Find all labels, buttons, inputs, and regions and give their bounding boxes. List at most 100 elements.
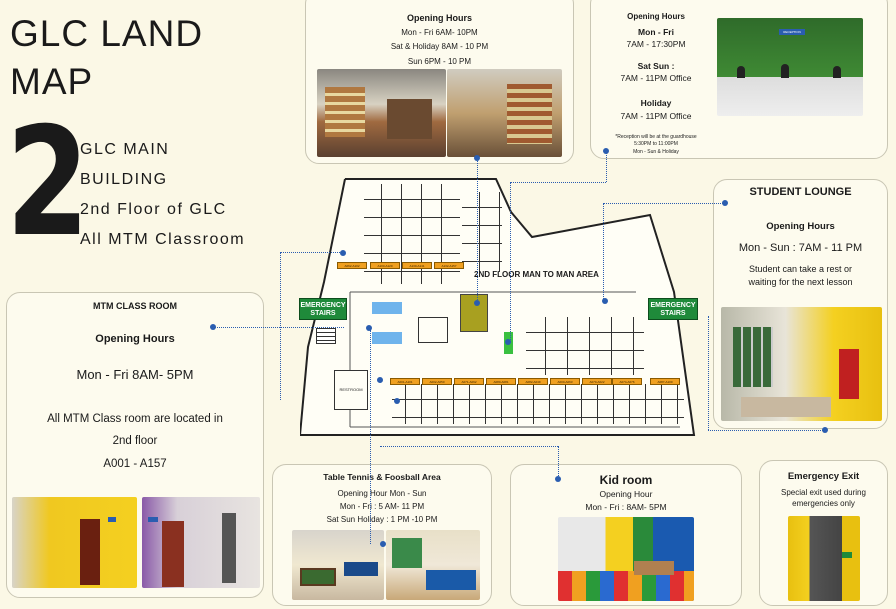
room-tag: A074-A076 [612,378,642,385]
reception-card: Opening Hours Mon - Fri 7AM - 17:30PM Sa… [590,0,888,159]
reception-sign: RECEPTION [779,29,805,35]
connector-mtm-left [280,252,281,400]
reception-hours-3: 7AM - 11PM Office [620,111,692,121]
store-heading: Opening Hours [407,13,472,23]
kid-room-line-2: Mon - Fri : 8AM- 5PM [585,502,667,512]
connector-mtm-top [280,252,342,253]
building-line1: GLC MAIN [80,141,170,158]
table-tennis-line-2: Mon - Fri : 5 AM- 11 PM [339,502,425,511]
store-photo-2 [447,69,562,157]
reception-photo: RECEPTION [717,18,863,116]
room-tag: A130-A141 [402,262,432,269]
floor-map: 2ND FLOOR MAN TO MAN AREA A062-A102 A103… [300,172,696,438]
room-tag: A071-A092 [454,378,484,385]
marker-dot [380,541,386,547]
desk-grid-bottom [392,384,684,424]
building-line3: 2nd Floor of GLC [80,201,227,218]
connector-kid-v [558,446,559,476]
room-tag: A001-A101 [390,378,420,385]
store-hours-1: Mon - Fri 6AM- 10PM [401,28,478,37]
store-hours-2: Sat & Holiday 8AM - 10 PM [390,42,489,51]
marker-dot [722,200,728,206]
emergency-exit-photo [788,516,860,601]
reception-note-3: Mon - Sun & Holiday [633,149,679,155]
building-info: GLC MAIN BUILDING 2nd Floor of GLC All M… [80,135,245,255]
map-title: GLC LAND MAP [10,10,203,106]
table-tennis-photo-2 [386,530,480,600]
marker-dot [555,476,561,482]
connector-lounge-v [603,203,604,299]
student-lounge-desc-1: Student can take a rest or [748,264,853,274]
student-lounge-desc-2: waiting for the next lesson [748,277,853,287]
mtm-classroom-photo-2 [142,497,260,588]
marker-dot [603,148,609,154]
store-card: Opening Hours Mon - Fri 6AM- 10PM Sat & … [305,0,574,164]
map-title-line1: GLC LAND [10,13,204,54]
reception-days-2: Sat Sun : [637,61,675,71]
kid-room-photo [558,517,694,601]
mtm-classroom-card: MTM CLASS ROOM Opening Hours Mon - Fri 8… [6,292,264,598]
reception-heading: Opening Hours [627,12,685,21]
room-tag: A002-A050 [422,378,452,385]
mtm-classroom-title: MTM CLASS ROOM [93,301,177,311]
mtm-classroom-desc-2: 2nd floor [112,435,158,447]
student-lounge-title: STUDENT LOUNGE [749,186,852,198]
student-lounge-heading: Opening Hours [766,221,835,232]
emergency-stairs-right: EMERGENCY STAIRS [648,298,698,320]
restroom-label: RESTROOM [339,387,363,392]
table-tennis-photo-1 [292,530,384,600]
marker-dot [394,398,400,404]
room-tag: A062-A102 [337,262,367,269]
student-lounge-photo [721,307,882,421]
table-tennis-area-1 [372,302,402,314]
reception-note-2: 5:30PM to 11:00PM [634,141,678,147]
room-tag: A070-A022 [582,378,612,385]
room-tag: A087-A100 [650,378,680,385]
building-line4: All MTM Classroom [80,231,246,248]
lounge-area [460,294,488,332]
reception-note-1: *Reception will be at the guardhouse [615,134,697,140]
desk-grid-top [364,184,460,284]
kid-room-line-1: Opening Hour [599,489,653,499]
connector-reception [510,182,606,183]
marker-dot [377,377,383,383]
marker-dot [822,427,828,433]
marker-dot [366,325,372,331]
floor-number: 2 [6,96,90,270]
foosball-area [418,317,448,343]
room-tag: A082-A049 [518,378,548,385]
emergency-exit-title: Emergency Exit [787,471,860,482]
map-title-line2: MAP [10,61,94,102]
room-tag: A000-A063 [550,378,580,385]
connector-reception-down [510,182,511,342]
marker-dot [505,339,511,345]
mtm-classroom-desc-1: All MTM Class room are located in [47,413,223,425]
kid-room-title: Kid room [599,473,653,487]
connector-exit-v [708,316,709,430]
connector-kid [380,446,558,447]
emergency-stairs-left: EMERGENCY STAIRS [299,298,347,320]
reception-days-1: Mon - Fri [638,27,674,37]
marker-dot [340,250,346,256]
table-tennis-area-2 [372,332,402,344]
emergency-exit-card: Emergency Exit Special exit used during … [759,460,888,606]
man-to-man-area-label: 2ND FLOOR MAN TO MAN AREA [474,270,599,279]
marker-dot [474,155,480,161]
reception-days-3: Holiday [640,98,672,108]
student-lounge-card: STUDENT LOUNGE Opening Hours Mon - Sun :… [713,179,888,429]
connector-lounge [603,203,725,204]
student-lounge-hours: Mon - Sun : 7AM - 11 PM [738,242,863,254]
connector-store [477,158,478,300]
marker-dot [210,324,216,330]
desk-grid-right [526,317,644,375]
connector-mtm [214,327,344,328]
mtm-classroom-photo-1 [12,497,137,588]
connector-exit [708,430,825,431]
reception-hours-2: 7AM - 11PM Office [620,73,692,83]
table-tennis-line-3: Sat Sun Holiday : 1 PM -10 PM [326,515,438,524]
building-line2: BUILDING [80,171,168,188]
emergency-exit-line-1: Special exit used during [781,488,866,497]
mtm-classroom-hours: Mon - Fri 8AM- 5PM [76,367,194,382]
marker-dot [602,298,608,304]
table-tennis-card: Table Tennis & Foosball Area Opening Hou… [272,464,492,606]
